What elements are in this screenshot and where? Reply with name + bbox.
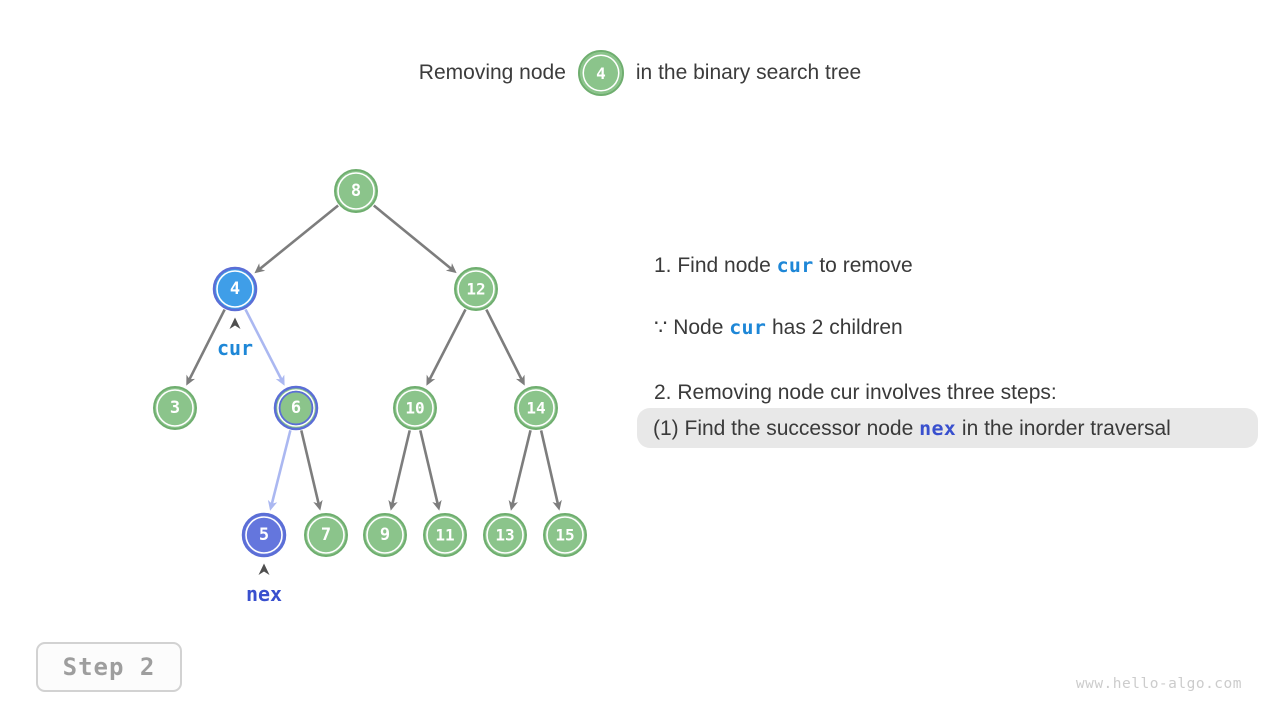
note-highlighted-step: (1) Find the successor node nex in the i… — [637, 408, 1258, 448]
note-2-post: has 2 children — [766, 316, 903, 339]
tree-node-14: 14 — [514, 386, 558, 430]
note-keyword-nex: nex — [919, 416, 957, 440]
nex-pointer: nex — [246, 563, 282, 606]
figure-title: Removing node 4 in the binary search tre… — [0, 50, 1280, 96]
tree-node-value: 7 — [321, 525, 331, 545]
tree-node-9: 9 — [363, 513, 407, 557]
tree-edge-8-12 — [372, 204, 457, 274]
note-keyword-cur: cur — [776, 253, 814, 277]
tree-node-10: 10 — [393, 386, 437, 430]
tree-node-value: 10 — [405, 399, 424, 418]
note-three-steps: 2. Removing node cur involves three step… — [654, 381, 1057, 404]
tree-node-value: 3 — [170, 398, 180, 418]
title-node-value: 4 — [596, 63, 606, 83]
tree-node-7: 7 — [304, 513, 348, 557]
tree-node-3: 3 — [153, 386, 197, 430]
step-badge-label: Step 2 — [62, 653, 156, 681]
cur-pointer-arrow-icon — [229, 317, 241, 329]
note-keyword-cur: cur — [729, 315, 767, 339]
tree-node-value: 4 — [230, 279, 240, 299]
tree-node-6: 6 — [273, 385, 319, 431]
tree-edge-6-5 — [267, 429, 292, 511]
tree-node-value: 11 — [435, 526, 454, 545]
tree-edge-12-14 — [485, 308, 525, 386]
tree-node-4: 4 — [212, 266, 258, 312]
tree-node-value: 12 — [466, 280, 485, 299]
nex-pointer-label: nex — [246, 582, 282, 606]
tree-node-value: 13 — [495, 526, 514, 545]
tree-node-value: 14 — [526, 399, 545, 418]
title-prefix: Removing node — [418, 61, 566, 84]
tree-edge-14-13 — [508, 430, 532, 511]
tree-node-15: 15 — [543, 513, 587, 557]
tree-edge-10-11 — [419, 430, 442, 511]
tree-node-12: 12 — [454, 267, 498, 311]
tree-edge-10-9 — [388, 430, 411, 511]
note-2-pre: ∵ Node — [654, 316, 730, 339]
tree-edge-8-4 — [254, 204, 339, 274]
tree-edge-6-7 — [300, 430, 323, 511]
note-1-pre: 1. Find node — [654, 254, 777, 277]
tree-node-value: 15 — [555, 526, 574, 545]
tree-edge-14-15 — [539, 430, 562, 511]
title-suffix: in the binary search tree — [635, 61, 862, 84]
tree-node-5: 5 — [241, 512, 287, 558]
tree-node-value: 8 — [351, 181, 361, 201]
note-4-pre: (1) Find the successor node — [653, 417, 920, 440]
cur-pointer-label: cur — [217, 336, 253, 360]
cur-pointer: cur — [217, 317, 253, 360]
note-4-post: in the inorder traversal — [956, 417, 1171, 440]
step-badge: Step 2 — [36, 642, 182, 692]
note-find-node: 1. Find node cur to remove — [654, 252, 913, 279]
tree-node-11: 11 — [423, 513, 467, 557]
tree-node-13: 13 — [483, 513, 527, 557]
tree-node-value: 5 — [259, 525, 269, 545]
watermark: www.hello-algo.com — [1075, 676, 1242, 692]
tree-node-value: 6 — [291, 398, 301, 418]
note-1-post: to remove — [813, 254, 913, 277]
note-two-children: ∵ Node cur has 2 children — [654, 314, 903, 341]
tree-edge-4-6 — [244, 308, 285, 386]
tree-edge-12-10 — [426, 308, 467, 386]
tree-node-8: 8 — [334, 169, 378, 213]
tree-node-value: 9 — [380, 525, 390, 545]
tree-edge-4-3 — [186, 308, 226, 386]
title-node-badge: 4 — [577, 50, 624, 96]
nex-pointer-arrow-icon — [258, 563, 270, 575]
